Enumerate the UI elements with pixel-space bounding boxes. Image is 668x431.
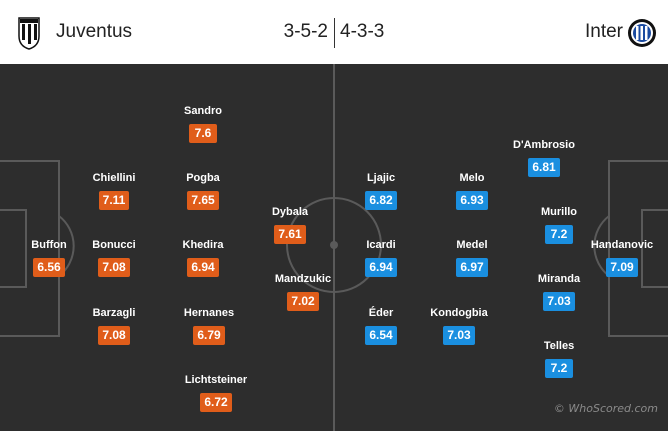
player-lichtsteiner[interactable]: Lichtsteiner 6.72 — [171, 374, 261, 412]
player-name: Mandzukic — [274, 273, 332, 285]
player-bonucci[interactable]: Bonucci 7.08 — [69, 239, 159, 277]
player-name: Éder — [368, 307, 394, 319]
player-rating: 7.03 — [543, 292, 575, 311]
player-rating: 6.82 — [365, 191, 397, 210]
player-name: Chiellini — [92, 172, 136, 184]
player-miranda[interactable]: Miranda 7.03 — [514, 273, 604, 311]
player-dybala[interactable]: Dybala 7.61 — [245, 206, 335, 244]
player-sandro[interactable]: Sandro 7.6 — [158, 105, 248, 143]
player-rating: 7.08 — [98, 326, 130, 345]
player-rating: 6.93 — [456, 191, 488, 210]
player-rating: 6.94 — [365, 258, 397, 277]
player-hernanes[interactable]: Hernanes 6.79 — [164, 307, 254, 345]
player-name: Melo — [459, 172, 485, 184]
player-rating: 7.02 — [287, 292, 319, 311]
player-name: Sandro — [184, 105, 222, 117]
player-rating: 6.79 — [193, 326, 225, 345]
player-name: Ljajic — [366, 172, 396, 184]
player-name: Barzagli — [92, 307, 136, 319]
player-name: Bonucci — [92, 239, 136, 251]
player-rating: 6.72 — [200, 393, 232, 412]
whoscored-watermark: © WhoScored.com — [553, 402, 658, 415]
player-name: Hernanes — [183, 307, 235, 319]
player-dambrosio[interactable]: D'Ambrosio 6.81 — [499, 139, 589, 177]
player-telles[interactable]: Telles 7.2 — [514, 340, 604, 378]
player-name: Miranda — [537, 273, 581, 285]
juventus-crest-icon — [18, 17, 40, 50]
player-name: Icardi — [366, 239, 396, 251]
player-pogba[interactable]: Pogba 7.65 — [158, 172, 248, 210]
player-name: Dybala — [271, 206, 309, 218]
player-rating: 6.56 — [33, 258, 65, 277]
player-name: Telles — [543, 340, 575, 352]
player-eder[interactable]: Éder 6.54 — [336, 307, 426, 345]
inter-crest-icon — [628, 19, 656, 47]
player-name: Handanovic — [590, 239, 654, 251]
player-name: Pogba — [186, 172, 220, 184]
player-rating: 7.08 — [98, 258, 130, 277]
home-formation: 3-5-2 — [283, 21, 328, 42]
player-name: Lichtsteiner — [184, 374, 248, 386]
player-rating: 7.11 — [98, 191, 130, 210]
player-khedira[interactable]: Khedira 6.94 — [158, 239, 248, 277]
player-name: Murillo — [540, 206, 578, 218]
player-murillo[interactable]: Murillo 7.2 — [514, 206, 604, 244]
player-rating: 7.65 — [187, 191, 219, 210]
away-team-name: Inter — [584, 21, 623, 42]
formation-divider — [334, 18, 335, 48]
player-mandzukic[interactable]: Mandzukic 7.02 — [258, 273, 348, 311]
player-handanovic[interactable]: Handanovic 7.09 — [577, 239, 667, 277]
player-icardi[interactable]: Icardi 6.94 — [336, 239, 426, 277]
player-name: D'Ambrosio — [513, 139, 575, 151]
player-buffon[interactable]: Buffon 6.56 — [4, 239, 94, 277]
match-header: Juventus 3-5-2 4-3-3 Inter — [0, 0, 668, 64]
player-name: Buffon — [31, 239, 67, 251]
pitch-lines — [0, 64, 668, 431]
player-ljajic[interactable]: Ljajic 6.82 — [336, 172, 426, 210]
player-name: Khedira — [182, 239, 224, 251]
away-formation: 4-3-3 — [340, 21, 385, 42]
player-name: Medel — [456, 239, 488, 251]
player-rating: 6.81 — [528, 158, 560, 177]
player-rating: 7.09 — [606, 258, 638, 277]
player-rating: 7.2 — [545, 359, 573, 378]
home-team-name: Juventus — [56, 21, 133, 42]
player-rating: 7.2 — [545, 225, 573, 244]
player-medel[interactable]: Medel 6.97 — [427, 239, 517, 277]
player-melo[interactable]: Melo 6.93 — [427, 172, 517, 210]
player-barzagli[interactable]: Barzagli 7.08 — [69, 307, 159, 345]
player-rating: 6.54 — [365, 326, 397, 345]
player-chiellini[interactable]: Chiellini 7.11 — [69, 172, 159, 210]
player-rating: 7.61 — [274, 225, 306, 244]
player-rating: 7.6 — [189, 124, 217, 143]
player-rating: 7.03 — [443, 326, 475, 345]
pitch: Buffon 6.56 Chiellini 7.11 Bonucci 7.08 … — [0, 64, 668, 431]
player-rating: 6.97 — [456, 258, 488, 277]
player-rating: 6.94 — [187, 258, 219, 277]
player-kondogbia[interactable]: Kondogbia 7.03 — [414, 307, 504, 345]
player-name: Kondogbia — [430, 307, 488, 319]
